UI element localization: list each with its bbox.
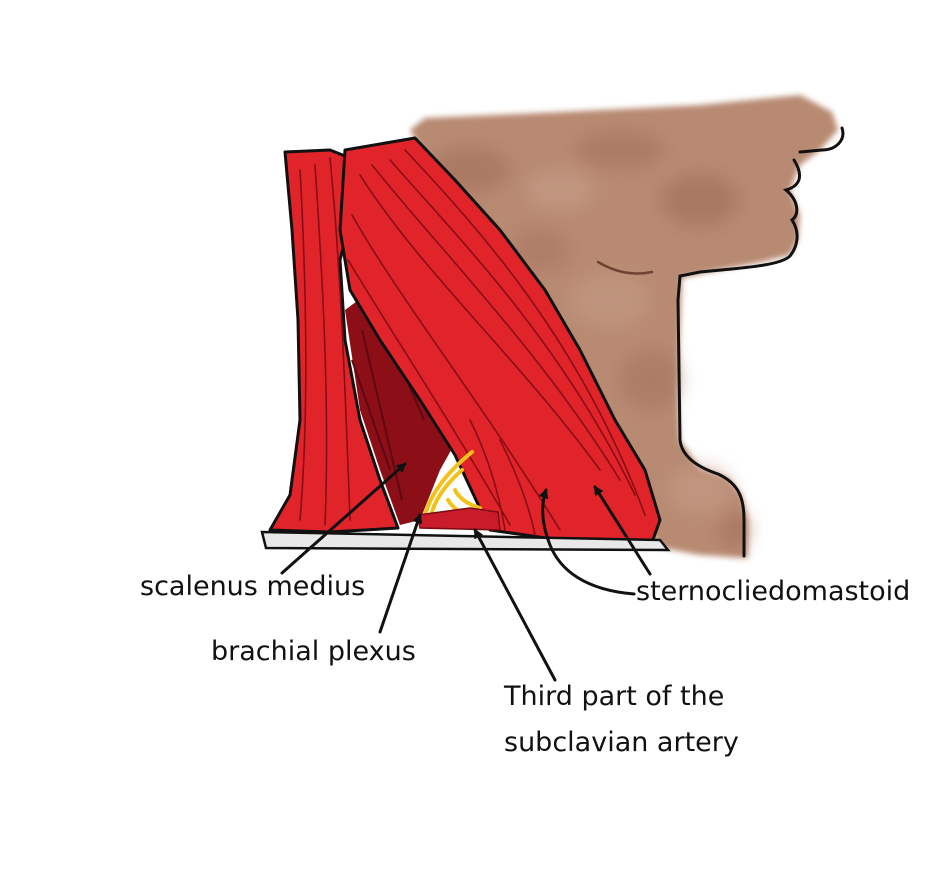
sternocleidomastoid-muscle: [338, 136, 662, 550]
subclavian-artery-arrow: [473, 528, 557, 682]
scalenus-medius-muscle: [345, 290, 468, 525]
subclavian-artery-segment: [417, 507, 501, 531]
brachial-plexus-label: brachial plexus: [211, 636, 416, 667]
sternocleidomastoid-label: sternocliedomastoid: [636, 576, 911, 607]
scalenus-medius-label: scalenus medius: [140, 571, 366, 602]
scalenus-medius-arrow: [280, 462, 407, 575]
annotation-arrows: [280, 462, 652, 682]
chin-crease: [596, 260, 654, 275]
brachial-plexus-arrow: [378, 513, 423, 634]
subclavian-artery-label-line1: Third part of the: [504, 681, 725, 712]
sternocleidomastoid-arrow-1: [538, 488, 636, 596]
muscle-region: [260, 136, 671, 552]
clavicle-base: [260, 530, 671, 552]
face-profile-outline: [676, 126, 845, 558]
muscle-fibers: [299, 149, 646, 536]
subclavian-artery-label-line2: subclavian artery: [504, 727, 739, 758]
skin-region: [410, 95, 845, 558]
skin-blotches: [430, 132, 749, 548]
sternocleidomastoid-arrow-2: [593, 485, 652, 576]
